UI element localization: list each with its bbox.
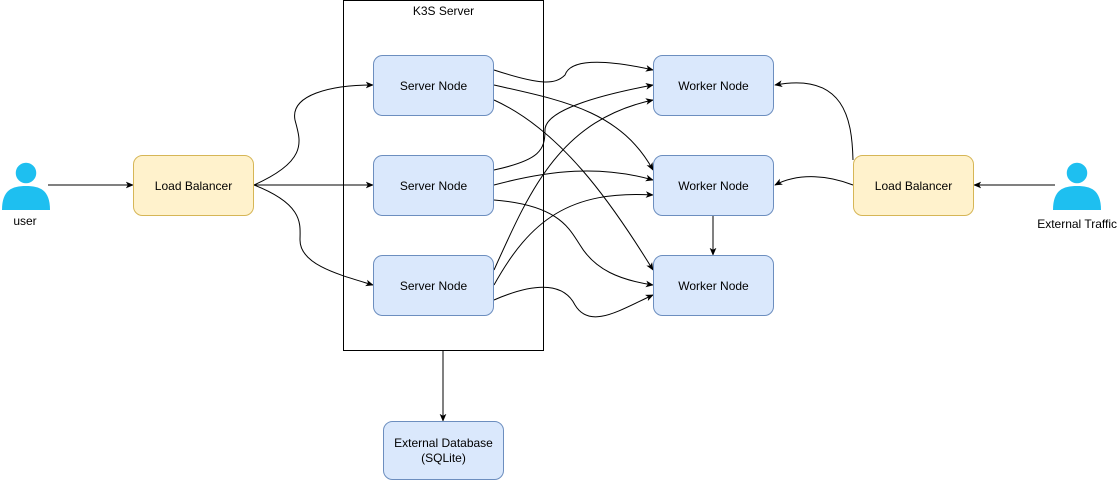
worker-node-2: Worker Node bbox=[653, 155, 774, 216]
worker-node-3-label: Worker Node bbox=[678, 279, 749, 293]
edge-server-2-to-worker-1 bbox=[493, 83, 654, 171]
edge-lb-to-worker-2 bbox=[774, 176, 854, 186]
edge-server-1-to-worker-3 bbox=[493, 99, 654, 271]
database-label-line-2: (SQLite) bbox=[421, 451, 466, 465]
server-node-3-label: Server Node bbox=[400, 279, 468, 293]
edge-server-3-to-worker-1 bbox=[493, 98, 654, 271]
edge-server-1-to-worker-2 bbox=[493, 84, 654, 171]
edge-server-3-to-worker-2 bbox=[493, 191, 654, 286]
load-balancer-right: Load Balancer bbox=[853, 155, 974, 216]
external-traffic-label: External Traffic bbox=[1037, 217, 1117, 231]
edge-lb-to-worker-1 bbox=[774, 80, 854, 161]
server-node-2-label: Server Node bbox=[400, 179, 468, 193]
load-balancer-right-label: Load Balancer bbox=[875, 179, 952, 193]
server-node-2: Server Node bbox=[373, 155, 494, 216]
server-node-1: Server Node bbox=[373, 55, 494, 116]
edges bbox=[48, 61, 1055, 422]
user-icon: user bbox=[2, 161, 50, 228]
load-balancer-left: Load Balancer bbox=[133, 155, 254, 216]
worker-node-3: Worker Node bbox=[653, 255, 774, 316]
edge-server-1-to-worker-1 bbox=[493, 61, 654, 83]
edge-lb-to-server-1 bbox=[253, 81, 374, 186]
k3s-server-label: K3S Server bbox=[413, 4, 474, 18]
edge-server-2-to-worker-2 bbox=[493, 170, 654, 186]
worker-node-1-label: Worker Node bbox=[678, 79, 749, 93]
server-node-1-label: Server Node bbox=[400, 79, 468, 93]
load-balancer-left-label: Load Balancer bbox=[155, 179, 232, 193]
user-label: user bbox=[13, 214, 36, 228]
external-traffic-icon: External Traffic bbox=[1037, 161, 1117, 231]
edge-server-2-to-worker-3 bbox=[493, 199, 654, 288]
server-node-3: Server Node bbox=[373, 255, 494, 316]
edge-server-3-to-worker-3 bbox=[493, 286, 654, 318]
external-database: External Database (SQLite) bbox=[383, 421, 504, 480]
edge-lb-to-server-3 bbox=[253, 184, 374, 287]
worker-node-1: Worker Node bbox=[653, 55, 774, 116]
worker-node-2-label: Worker Node bbox=[678, 179, 749, 193]
database-label-line-1: External Database bbox=[394, 436, 493, 450]
